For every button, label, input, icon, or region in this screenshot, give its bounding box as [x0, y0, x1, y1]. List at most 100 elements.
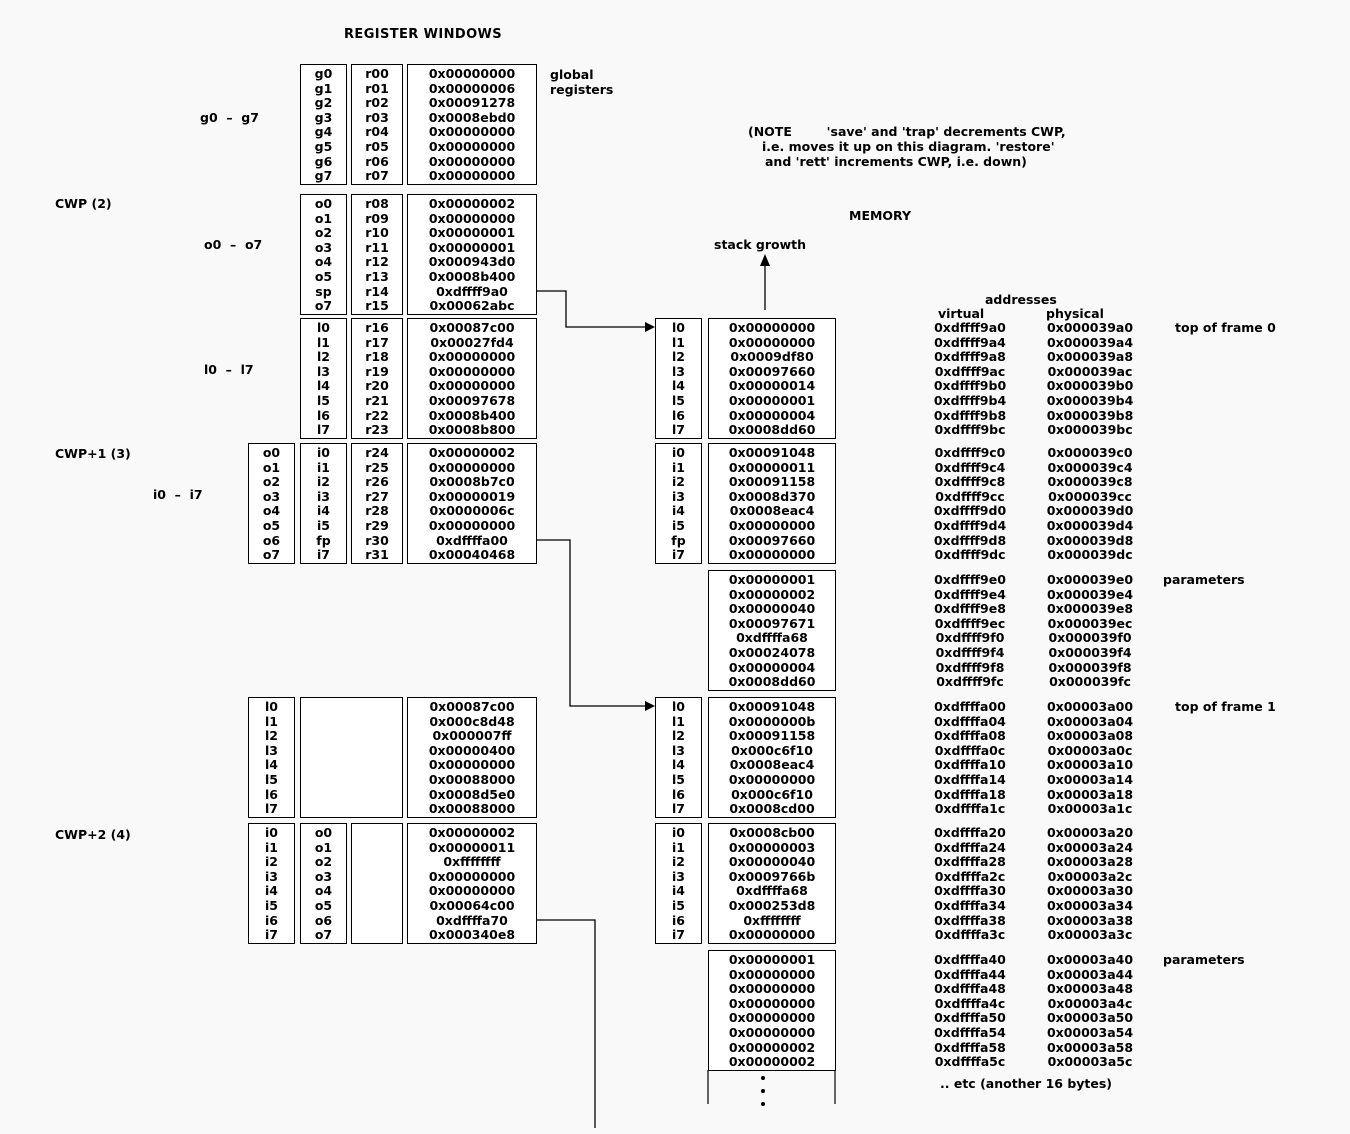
cell: l4 — [317, 378, 330, 394]
cell: o2 — [262, 474, 281, 490]
cell: 0xdffffa70 — [436, 912, 508, 928]
cell: i4 — [672, 503, 685, 519]
cell: 0x00003a14 — [1046, 771, 1134, 787]
cell: r26 — [365, 474, 389, 490]
cell: 0x00003a08 — [1046, 728, 1134, 744]
cell: 0x00097671 — [728, 615, 816, 631]
cell: i1 — [672, 839, 685, 855]
cell: 0x00091278 — [428, 95, 516, 111]
cell: 0x0008dd60 — [728, 422, 816, 438]
cell: o0 — [314, 825, 333, 840]
cell: 0x00003a54 — [1046, 1024, 1134, 1040]
cell: 0x000039c0 — [1047, 445, 1133, 460]
cell: 0xdffffa28 — [934, 854, 1006, 870]
cell: l7 — [672, 422, 685, 438]
cell: 0xdffff9a0 — [934, 320, 1006, 335]
cell: 0x000039dc — [1047, 547, 1133, 563]
cell: 0x00000000 — [428, 124, 516, 140]
cell: 0xdffffa54 — [934, 1024, 1006, 1040]
cell: 0x00000000 — [728, 320, 816, 335]
cell: 0x00000011 — [728, 459, 816, 475]
cell: i4 — [672, 883, 685, 899]
cell: 0x00003a10 — [1046, 757, 1134, 773]
cell: l4 — [672, 757, 685, 773]
cell: 0x000340e8 — [428, 927, 516, 943]
cell: 0xdffffa00 — [436, 532, 508, 548]
cell: 0x000039d8 — [1046, 532, 1134, 548]
cell: 0x00000014 — [728, 378, 816, 394]
cell: r13 — [365, 268, 389, 284]
note-line1: (NOTE 'save' and 'trap' decrements CWP, — [748, 124, 1066, 139]
cell: 0x00003a1c — [1047, 801, 1133, 817]
cell: i1 — [672, 459, 685, 475]
cell: l4 — [672, 378, 685, 394]
top-of-frame0-label: top of frame 0 — [1175, 320, 1276, 335]
cell: 0xdffffa08 — [934, 728, 1006, 744]
cell: 0x00000001 — [428, 239, 516, 255]
etc-label: .. etc (another 16 bytes) — [940, 1076, 1113, 1091]
cell: 0x00000000 — [428, 153, 516, 169]
cell: i1 — [317, 459, 330, 475]
cell: 0xdffffa20 — [934, 825, 1006, 840]
cell: sp — [315, 283, 332, 299]
cell: 0xdffff9d4 — [933, 517, 1007, 533]
cell: 0x00003a48 — [1046, 981, 1134, 997]
note-line2: i.e. moves it up on this diagram. 'resto… — [762, 139, 1055, 154]
cell: o4 — [314, 883, 333, 899]
cell: 0x00003a58 — [1046, 1039, 1134, 1055]
g-range-label: g0 – g7 — [200, 110, 259, 125]
cell: 0xdffff9cc — [935, 488, 1005, 504]
cell: o4 — [314, 254, 333, 270]
cell: g6 — [314, 153, 333, 169]
cell: 0x00003a00 — [1046, 699, 1134, 714]
cell: 0x00000006 — [428, 80, 516, 96]
parameters1-label: parameters — [1163, 952, 1245, 967]
cell: l2 — [672, 728, 685, 744]
cell: 0xdffffa48 — [934, 981, 1006, 997]
cell: 0x00091158 — [728, 474, 816, 490]
cell: 0xdffffa4c — [934, 995, 1006, 1011]
cell: o0 — [262, 445, 281, 460]
cell: l6 — [265, 786, 278, 802]
cell: 0xdffff9b0 — [933, 378, 1007, 394]
cell: r03 — [365, 109, 389, 125]
cell: o3 — [262, 488, 281, 504]
cell: 0x000039c4 — [1047, 459, 1133, 475]
cell: l5 — [317, 392, 330, 408]
cell: r08 — [365, 196, 389, 211]
cell: o2 — [314, 225, 333, 241]
cell: 0x000039b4 — [1046, 392, 1134, 408]
cell: 0x00062abc — [429, 298, 515, 314]
cell: 0x00000000 — [428, 883, 516, 899]
cell: l2 — [317, 349, 330, 365]
cell: 0x00003a28 — [1046, 854, 1134, 870]
cell: g3 — [314, 109, 333, 125]
cell: 0xdffffa40 — [934, 952, 1006, 967]
cell: 0x00000000 — [728, 547, 816, 563]
cell: r09 — [365, 210, 389, 226]
cell: 0x000039e8 — [1046, 601, 1134, 617]
cell: l1 — [265, 713, 278, 729]
cell: i7 — [672, 927, 685, 943]
cell: 0xdffff9a0 — [436, 283, 508, 299]
cell: 0xdffffa24 — [934, 839, 1006, 855]
cell: 0x00003a38 — [1046, 912, 1134, 928]
cell: 0xdffffa00 — [934, 699, 1006, 714]
cell: 0x00000002 — [428, 825, 516, 840]
cell: 0xdffff9b4 — [933, 392, 1007, 408]
cell: i4 — [317, 503, 330, 519]
cwp1-label: CWP+1 (3) — [55, 446, 131, 461]
top-of-frame1-label: top of frame 1 — [1175, 699, 1276, 714]
memory-continuation-marks — [707, 1070, 836, 1106]
cell: 0x000039b8 — [1046, 407, 1134, 423]
